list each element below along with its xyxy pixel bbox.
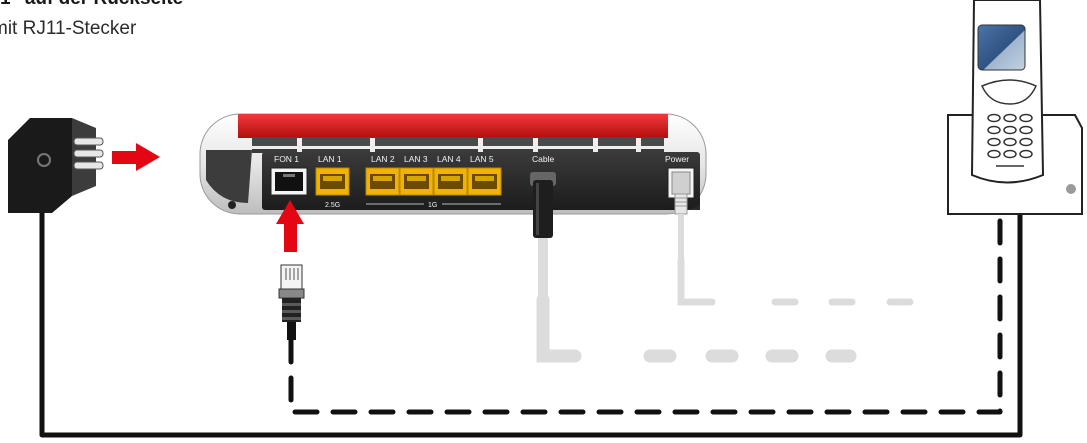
lan-ports xyxy=(316,168,501,195)
lan2-port xyxy=(366,168,399,195)
lan3-port xyxy=(400,168,433,195)
speed-label-lan1: 2.5G xyxy=(325,202,340,209)
port-label-fon1: FON 1 xyxy=(274,154,299,164)
port-label-power: Power xyxy=(665,154,689,164)
cable-tae-to-base xyxy=(42,195,1020,435)
inactive-cables xyxy=(543,260,910,356)
router-icon xyxy=(200,114,706,214)
port-label-lan5: LAN 5 xyxy=(470,154,494,164)
cable-coax-light xyxy=(543,300,575,356)
port-label-lan2: LAN 2 xyxy=(371,154,395,164)
coax-connector xyxy=(530,172,556,304)
lan1-port xyxy=(316,168,349,195)
caption-subtitle: mit RJ11-Stecker xyxy=(0,18,332,40)
caption-title: 1" auf der Rückseite xyxy=(0,0,340,10)
port-label-lan4: LAN 4 xyxy=(437,154,461,164)
arrow-right-icon xyxy=(112,143,160,171)
rj11-plug-icon xyxy=(279,265,304,340)
power-connector xyxy=(668,168,694,262)
speed-label-lan2-5: 1G xyxy=(428,202,437,209)
port-label-lan3: LAN 3 xyxy=(404,154,428,164)
cable-power-light xyxy=(681,260,712,302)
dect-phone-icon xyxy=(948,0,1082,214)
lan5-port xyxy=(468,168,501,195)
cable-fon1-to-base-dashed xyxy=(291,214,1000,412)
lan4-port xyxy=(434,168,467,195)
tae-wall-socket-icon xyxy=(8,118,103,213)
port-label-cable: Cable xyxy=(532,154,554,164)
port-label-lan1: LAN 1 xyxy=(318,154,342,164)
fon1-port xyxy=(271,168,307,195)
